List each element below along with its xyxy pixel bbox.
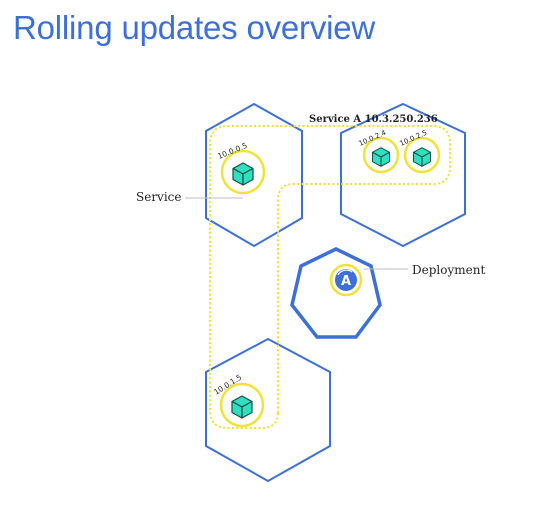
cube-icon — [231, 395, 253, 419]
cube-icon — [412, 147, 432, 167]
cube-icon — [371, 147, 391, 167]
service-callout-label: Service — [136, 190, 182, 204]
deployment-node — [290, 247, 382, 339]
deployment-callout-label: Deployment — [412, 263, 485, 277]
page-title: Rolling updates overview — [13, 9, 376, 46]
node-3 — [205, 337, 331, 483]
service-boundary — [209, 125, 451, 429]
service-header-label: Service A 10.3.250.236 — [309, 114, 438, 125]
deployment-icon: A — [329, 263, 363, 297]
deployment-badge-letter: A — [341, 274, 351, 289]
cube-icon — [232, 162, 254, 186]
